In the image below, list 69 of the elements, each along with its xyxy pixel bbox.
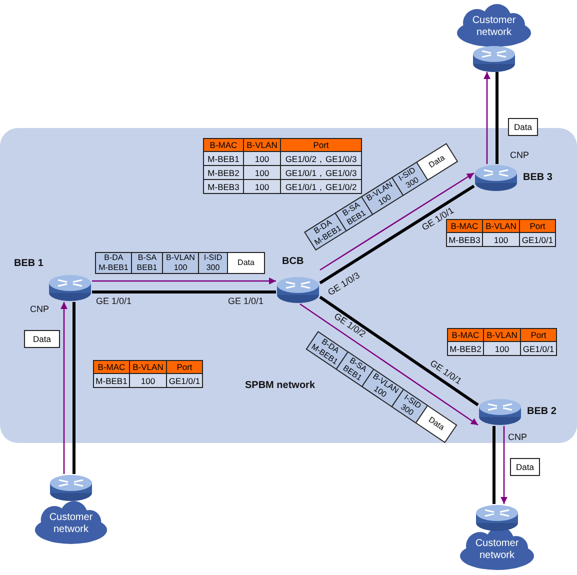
- traffic-arrow: [484, 72, 490, 164]
- network-label: Customer network: [474, 538, 520, 562]
- network-label: Customer network: [48, 512, 94, 536]
- traffic-arrow: [500, 426, 508, 504]
- table-cell: B-VLAN: [243, 138, 281, 152]
- table-cell: GE1/0/1: [166, 373, 203, 388]
- traffic-arrow: [92, 278, 276, 284]
- traffic-arrow: [60, 302, 68, 474]
- link-line: [319, 296, 479, 406]
- table-cell: M-BEB1: [93, 373, 130, 388]
- table-cell: 100: [482, 232, 520, 247]
- table-cell: GE1/0/2，GE1/0/3: [280, 151, 362, 166]
- device-label: BEB 3: [523, 172, 552, 183]
- table-cell: Port: [520, 328, 557, 342]
- network-device: [14, 256, 92, 302]
- table-cell: B-VLAN: [129, 360, 167, 374]
- link-line: [72, 302, 76, 474]
- network-label: Customer network: [471, 15, 517, 39]
- table-cell: GE1/0/1: [520, 341, 557, 356]
- table-cell: B-MAC: [203, 138, 244, 152]
- device-label: BEB 1: [14, 258, 44, 269]
- port-label: GE 1/0/1: [96, 296, 132, 307]
- link-line: [319, 184, 475, 284]
- port-label: GE 1/0/3: [326, 270, 362, 298]
- table-cell: M-BEB3: [446, 232, 483, 247]
- table-cell: GE1/0/1，GE1/0/3: [280, 165, 362, 180]
- link-line: [496, 72, 498, 164]
- table-cell: 100: [483, 341, 521, 356]
- table-cell: B-VLAN: [483, 328, 521, 342]
- table-cell: M-BEB2: [447, 341, 484, 356]
- table-cell: 100: [129, 373, 167, 388]
- table-cell: 100: [243, 151, 281, 166]
- data-box: Data: [510, 458, 540, 476]
- device-label: BEB 2: [527, 406, 556, 417]
- table-cell: M-BEB2: [203, 165, 244, 180]
- network-name: SPBM network: [245, 380, 316, 391]
- data-box: Data: [508, 118, 538, 136]
- link-line: [492, 426, 496, 504]
- customer-network: [33, 474, 109, 546]
- link-line: [92, 290, 276, 294]
- table-cell: 100: [243, 165, 281, 180]
- header-field: I-SID 300: [198, 252, 228, 274]
- header-field: B-DA M-BEB1: [95, 252, 132, 274]
- table-cell: GE1/0/1，GE1/0/2: [280, 179, 362, 194]
- device-label: BCB: [282, 256, 304, 267]
- header-field: B-VLAN 100: [162, 252, 199, 274]
- port-label: CNP: [508, 432, 528, 443]
- table-cell: M-BEB1: [203, 151, 244, 166]
- table-cell: B-MAC: [446, 219, 483, 233]
- header-field: B-SA BEB1: [131, 252, 163, 274]
- network-device: [276, 256, 320, 304]
- table-cell: Port: [166, 360, 203, 374]
- table-cell: B-MAC: [447, 328, 484, 342]
- table-cell: Port: [519, 219, 556, 233]
- data-box: Data: [24, 330, 60, 348]
- traffic-arrow: [320, 172, 474, 271]
- port-label: GE 1/0/1: [228, 296, 264, 307]
- port-label: CNP: [510, 150, 530, 161]
- table-cell: B-VLAN: [482, 219, 520, 233]
- traffic-arrow: [300, 303, 478, 426]
- payload-field: Data: [227, 252, 265, 274]
- table-cell: GE1/0/1: [519, 232, 556, 247]
- table-cell: M-BEB3: [203, 179, 244, 194]
- table-cell: 100: [243, 179, 281, 194]
- customer-network: [458, 504, 536, 572]
- table-cell: Port: [280, 138, 362, 152]
- port-label: CNP: [30, 304, 50, 315]
- customer-network: [455, 3, 533, 73]
- table-cell: B-MAC: [93, 360, 130, 374]
